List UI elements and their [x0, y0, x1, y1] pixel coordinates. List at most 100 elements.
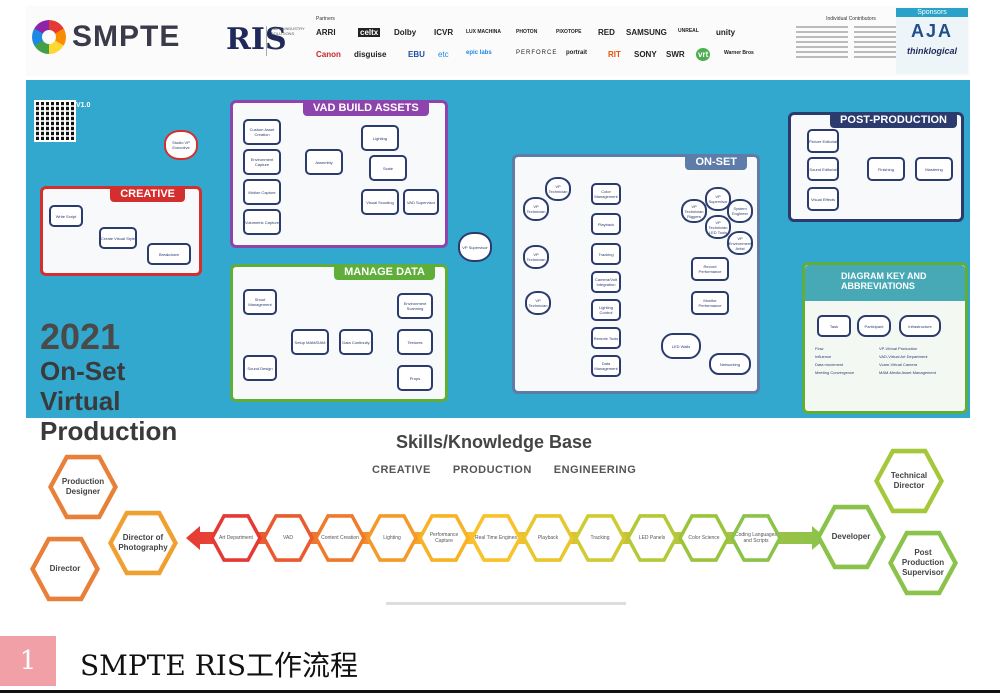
skill-playback: Playback: [522, 514, 574, 562]
partner-logo: PERFORCE: [516, 50, 558, 56]
partner-logo: UNREAL: [678, 28, 699, 34]
node-vad-supervisor: VAD Supervisor: [403, 189, 439, 215]
partner-logo: PHOTON: [516, 29, 538, 35]
partner-logo: SWR: [666, 50, 685, 59]
node-custom-asset: Custom Asset Creation: [243, 119, 281, 145]
poster-title-line1: On-Set: [40, 356, 126, 386]
category-creative: CREATIVE: [372, 464, 431, 476]
sponsor-thinklogical: thinklogical: [906, 46, 957, 56]
node-props: Props: [397, 365, 433, 391]
node-vp-supervisor-center: VP Supervisor: [458, 232, 492, 262]
node-led-walls: LED Walls: [661, 333, 701, 359]
node-finishing: Finishing: [867, 157, 905, 181]
sponsors-block: Sponsors AJA thinklogical: [896, 8, 968, 74]
creative-title: CREATIVE: [110, 186, 185, 202]
role-post-production-supervisor: Post Production Supervisor: [888, 530, 958, 596]
node-visual-scouting: Visual Scouting: [361, 189, 399, 215]
partner-logo: SONY: [634, 50, 657, 59]
node-volumetric-capture: Volumetric Capture: [243, 209, 281, 235]
node-vp-technician: VP Technician: [545, 177, 571, 201]
vad-build-title: VAD BUILD ASSETS: [303, 100, 429, 116]
node-breakdown: Breakdown: [147, 243, 191, 265]
partner-logo: unity: [716, 28, 736, 37]
sponsors-label: Sponsors: [896, 8, 968, 17]
node-vp-technician-riggers: VP Technician Riggers: [681, 199, 707, 223]
key-title: DIAGRAM KEY AND ABBREVIATIONS: [805, 265, 965, 301]
skill-color-science: Color Science: [678, 514, 730, 562]
node-lighting: Lighting: [361, 125, 399, 151]
role-technical-director: Technical Director: [874, 448, 944, 514]
on-set-panel: ON-SET VP Technician VP Technician VP Te…: [512, 154, 760, 394]
node-color-management: Color Management: [591, 183, 621, 205]
ris-logo: RIS: [226, 22, 287, 57]
individual-label: Individual Contributors: [826, 16, 876, 22]
node-picture-editorial: Picture Editorial: [807, 129, 839, 153]
manage-data-title: MANAGE DATA: [334, 264, 435, 280]
node-vp-technician-led: VP Technician LED Tools: [705, 215, 731, 239]
node-mastering: Mastering: [915, 157, 953, 181]
vad-build-panel: VAD BUILD ASSETS Custom Asset Creation E…: [230, 100, 448, 248]
partner-logo: Dolby: [394, 28, 417, 37]
partner-logo: RIT: [608, 50, 621, 59]
skills-title: Skills/Knowledge Base: [396, 432, 593, 452]
role-director-of-photography: Director of Photography: [108, 510, 178, 576]
key-influence: Influence: [815, 354, 832, 359]
abbrev-vcam: Vcam-Virtual Camera: [879, 362, 918, 367]
individual-contributors: Individual Contributors: [796, 16, 906, 72]
node-textures: Textures: [397, 329, 433, 355]
node-environment-capture: Environment Capture: [243, 149, 281, 175]
node-sound-design: Sound Design: [243, 355, 277, 381]
abbrev-vad: VAD-Virtual Art Department: [879, 354, 928, 359]
partner-logo: Warner Bros: [724, 50, 754, 56]
node-studio-vp-executive: Studio VP Executive: [164, 130, 198, 160]
post-production-panel: POST-PRODUCTION Picture Editorial Sound …: [788, 112, 964, 222]
node-vp-environment-artist: VP Environment Artist: [727, 231, 753, 255]
role-developer: Developer: [816, 504, 886, 570]
node-assembly: Assembly: [305, 149, 343, 175]
key-infrastructure: Infrastructure: [899, 315, 941, 337]
skill-coding-languages: Coding Languages and Scripts: [730, 514, 782, 562]
node-visual-effects: Visual Effects: [807, 187, 839, 211]
footer-fine-print: [386, 602, 626, 605]
category-engineering: ENGINEERING: [553, 464, 637, 476]
creative-panel: CREATIVE Write Script Create Visual Styl…: [40, 186, 202, 276]
node-record-performance: Record Performance: [691, 257, 729, 281]
contributor-names: [796, 26, 906, 58]
poster-title: 2021 On-Set Virtual Production: [40, 316, 177, 447]
key-meeting-convergence: Meeting Convergence: [815, 370, 855, 375]
abbrev-vp: VP-Virtual Production: [879, 346, 918, 351]
partner-logo: LUX MACHINA: [466, 29, 501, 35]
caption-rule: [0, 690, 1000, 693]
on-set-title: ON-SET: [685, 154, 747, 170]
smpte-wordmark: SMPTE: [72, 20, 181, 53]
manage-data-panel: MANAGE DATA Shoot Management Sound Desig…: [230, 264, 448, 402]
smpte-ring-icon: [32, 20, 66, 54]
role-production-designer: Production Designer: [48, 454, 118, 520]
node-create-visual-style: Create Visual Style: [99, 227, 137, 249]
skill-tracking: Tracking: [574, 514, 626, 562]
key-flow: Flow: [815, 346, 824, 351]
node-write-script: Write Script: [49, 205, 83, 227]
version-label: V1.0: [76, 102, 91, 109]
node-vp-technician: VP Technician: [523, 197, 549, 221]
partner-logo: portrait: [566, 50, 587, 56]
node-sound-editorial: Sound Editorial: [807, 157, 839, 181]
partner-logo: SAMSUNG: [626, 28, 667, 37]
sponsor-aja: AJA: [910, 21, 953, 41]
node-monitor-performance: Monitor Performance: [691, 291, 729, 315]
poster-title-year: 2021: [40, 316, 121, 357]
key-task: Task: [817, 315, 851, 337]
node-setup-mam: Setup MAM/DAM: [291, 329, 329, 355]
partner-logo: PIXOTOPE: [556, 29, 582, 35]
node-vp-technician: VP Technician: [523, 245, 549, 269]
partner-logo: vrt: [696, 48, 711, 61]
node-remote-tools: Remote Tools: [591, 327, 621, 349]
partner-logo: ICVR: [434, 28, 454, 37]
partner-logo: Canon: [316, 50, 341, 59]
poster-title-line2: Virtual: [40, 386, 121, 416]
header-bar: SMPTE RIS RAPID INDUSTRY SOLUTIONS Partn…: [26, 6, 970, 76]
diagram-key-panel: DIAGRAM KEY AND ABBREVIATIONS Task Parti…: [802, 262, 968, 414]
node-vp-supervisor-onset: VP Supervisor: [705, 187, 731, 211]
node-system-engineer: System Engineer: [727, 199, 753, 223]
ris-subtitle: RAPID INDUSTRY SOLUTIONS: [266, 26, 311, 56]
